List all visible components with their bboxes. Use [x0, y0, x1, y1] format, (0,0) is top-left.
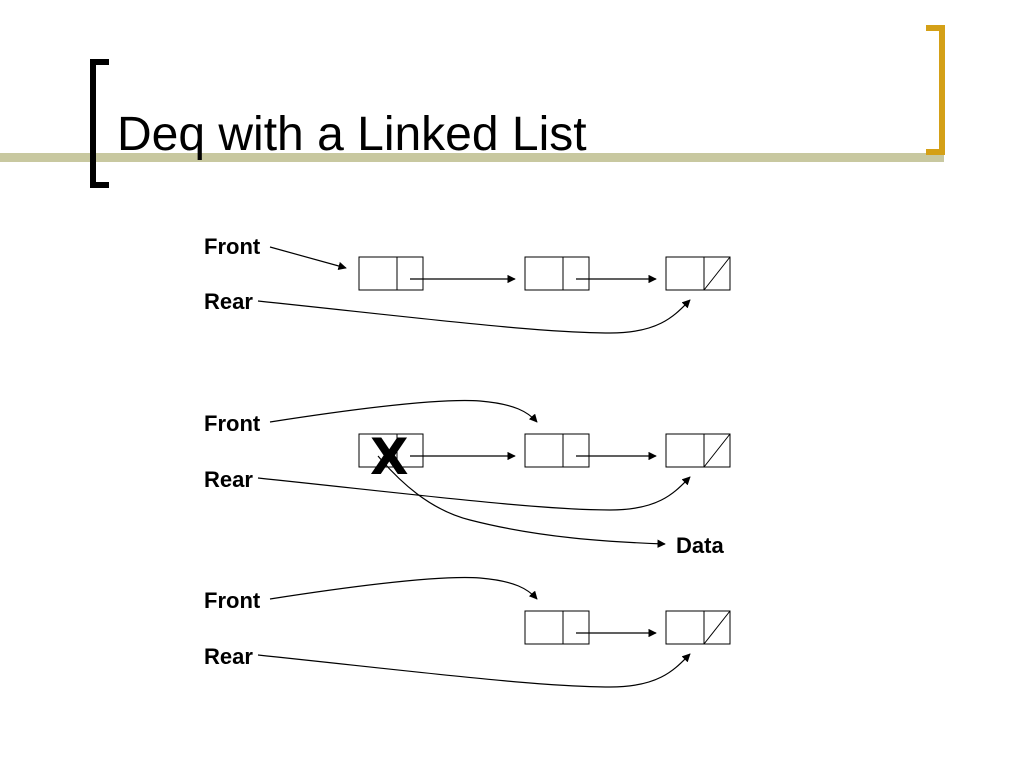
front-pointer-arrow: [269, 246, 347, 271]
list-node-null: [665, 433, 731, 468]
front-pointer-arrow: [269, 399, 538, 423]
list-node: [524, 256, 590, 291]
front-pointer-arrow: [269, 576, 538, 600]
null-slash: [703, 433, 731, 468]
removed-x-mark: X: [370, 428, 409, 486]
front-label: Front: [204, 411, 261, 436]
list-node: [524, 433, 590, 468]
data-pointer-arrow: [377, 455, 666, 548]
rear-label: Rear: [204, 644, 253, 669]
list-node: [358, 256, 424, 291]
page-title: Deq with a Linked List: [117, 108, 587, 161]
null-slash: [703, 610, 731, 645]
diagram-2: Front Rear X Data: [204, 399, 731, 558]
rear-pointer-arrow: [257, 299, 691, 334]
rear-label: Rear: [204, 467, 253, 492]
null-slash: [703, 256, 731, 291]
right-bracket-decoration: [926, 25, 945, 155]
left-bracket-decoration: [90, 59, 109, 188]
list-node-removed: [358, 433, 424, 468]
data-label: Data: [676, 533, 724, 558]
front-label: Front: [204, 234, 261, 259]
front-label: Front: [204, 588, 261, 613]
diagram-3: Front Rear: [204, 576, 731, 688]
diagram-1: Front Rear: [204, 234, 731, 334]
list-node-null: [665, 256, 731, 291]
rear-label: Rear: [204, 289, 253, 314]
title-underline-rule: [0, 153, 944, 162]
list-node-null: [665, 610, 731, 645]
list-node: [524, 610, 590, 645]
rear-pointer-arrow: [257, 476, 691, 511]
rear-pointer-arrow: [257, 653, 691, 688]
